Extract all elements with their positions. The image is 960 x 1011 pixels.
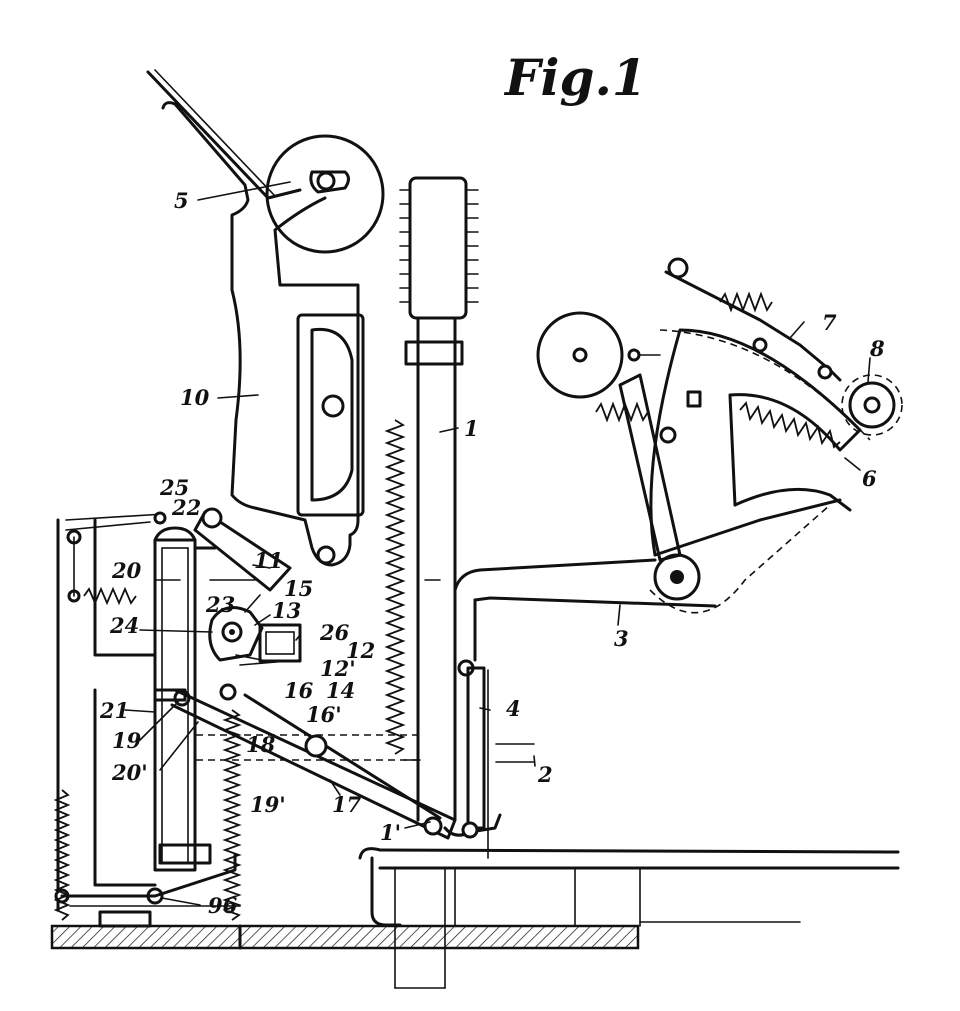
label-1: 1 — [464, 416, 479, 441]
label-13: 13 — [272, 598, 301, 623]
escapement-assembly — [173, 606, 302, 707]
label-25: 25 — [159, 475, 189, 500]
left-frame — [54, 511, 420, 928]
ribbon-spring-left — [595, 401, 649, 423]
label-16: 16 — [284, 678, 314, 703]
lever-11 — [193, 507, 292, 592]
label-3: 3 — [614, 626, 629, 651]
reference-numerals: 5 10 1 7 8 6 3 4 2 25 22 20 11 15 23 13 … — [99, 188, 885, 918]
label-96: 96 — [208, 893, 238, 918]
label-21: 21 — [99, 698, 129, 723]
guide-spring — [384, 419, 406, 755]
spring-left-top — [83, 586, 137, 606]
spring-19p — [222, 709, 242, 921]
label-4: 4 — [506, 696, 521, 721]
label-2: 2 — [537, 762, 553, 787]
label-16-prime: 16' — [306, 702, 342, 727]
label-12-prime: 12' — [320, 656, 356, 681]
label-12: 12 — [346, 638, 375, 663]
label-7: 7 — [822, 310, 837, 335]
type-guide-1 — [399, 176, 479, 822]
label-10: 10 — [180, 385, 210, 410]
label-14: 14 — [326, 678, 355, 703]
label-22: 22 — [171, 495, 201, 520]
carriage-frame-10 — [161, 101, 365, 567]
label-11: 11 — [254, 548, 283, 573]
ribbon-mechanism — [536, 257, 903, 614]
platen-5 — [146, 69, 385, 254]
frame-rail — [358, 847, 900, 989]
ribbon-spring-right — [739, 401, 841, 449]
label-24: 24 — [109, 613, 139, 638]
label-23: 23 — [205, 592, 235, 617]
label-17: 17 — [332, 792, 362, 817]
base-plate — [50, 924, 640, 950]
label-1-prime: 1' — [380, 820, 401, 845]
figure-title: Fig.1 — [503, 48, 647, 107]
label-15: 15 — [284, 576, 313, 601]
leader-lines — [124, 181, 871, 906]
label-26: 26 — [319, 620, 350, 645]
spring-left-bottom — [53, 789, 71, 921]
lever-17 — [170, 688, 502, 840]
label-5: 5 — [174, 188, 189, 213]
label-20-prime: 20' — [111, 760, 148, 785]
label-6: 6 — [862, 466, 877, 491]
label-18: 18 — [246, 732, 276, 757]
label-8: 8 — [869, 336, 885, 361]
label-20: 20 — [111, 558, 142, 583]
label-19-prime: 19' — [250, 792, 286, 817]
label-19: 19 — [112, 728, 142, 753]
ribbon-spring-top — [719, 291, 773, 313]
